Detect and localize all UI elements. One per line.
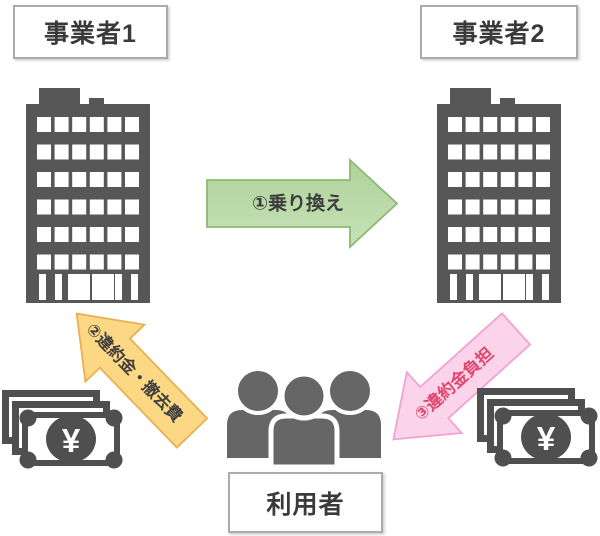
- switch-arrow-shape: [206, 157, 399, 250]
- yen-banknotes-icon-left: [6, 394, 123, 469]
- operator2-box: 事業者2: [420, 5, 578, 59]
- yen-banknotes-icon-right: [481, 392, 598, 467]
- user-box: 利用者: [228, 472, 383, 533]
- penalty-burden-arrow-shape: [392, 312, 532, 441]
- people-icon: [227, 367, 381, 470]
- switch-arrow: ①乗り換え: [206, 157, 399, 250]
- operator1-box: 事業者1: [13, 5, 168, 59]
- user-label: 利用者: [266, 490, 345, 519]
- building-icon-operator1: [26, 88, 150, 303]
- operator1-label: 事業者1: [44, 20, 137, 48]
- operator2-label: 事業者2: [452, 20, 546, 48]
- penalty-removal-arrow-shape: [75, 312, 209, 449]
- switch-arrow-label: ①乗り換え: [252, 192, 344, 215]
- building-icon-operator2: [437, 88, 561, 303]
